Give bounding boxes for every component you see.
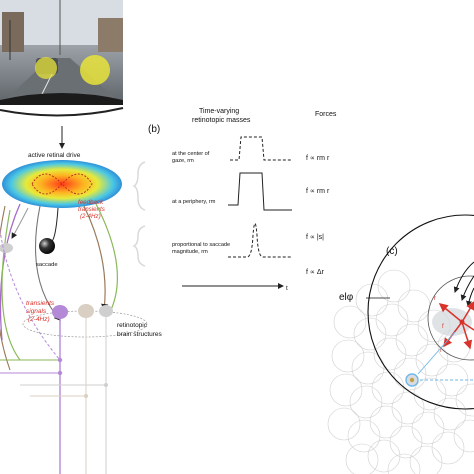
periphery-label: at a periphery, rm [172, 199, 216, 205]
beige-node [78, 304, 94, 318]
transients-label-2: signals [26, 308, 47, 315]
brain-structures-ring [22, 310, 148, 338]
masses-heading-1: Time-varying [199, 108, 239, 115]
panel-b: (b) Time-varying retinotopic masses Forc… [148, 108, 337, 292]
center-label-2: gaze, rm [172, 158, 194, 164]
saccade-icon [39, 238, 55, 254]
panel-a: active retinal drive feedback transients… [0, 0, 163, 474]
force-delta: f ∝ Δr [306, 269, 325, 276]
feedback-label-3: (2-4Hz) [80, 213, 101, 220]
center-mass-trace [230, 136, 292, 161]
center-label-1: at the center of [172, 151, 210, 157]
masses-heading-2: retinotopic masses [192, 117, 251, 124]
grey-node-2 [99, 305, 113, 317]
feedback-label-1: feedback [78, 199, 104, 206]
brace-upper [132, 161, 146, 211]
street-photo [0, 0, 124, 117]
transients-label-1: transients [26, 300, 55, 307]
brace-lower [132, 225, 146, 267]
force-saccade: f ∝ |s| [306, 234, 324, 241]
time-axis-label: t [286, 285, 288, 292]
retinal-drive-label: active retinal drive [28, 152, 81, 159]
panel-c-label: (c) [386, 246, 398, 257]
periphery-mass-trace [228, 172, 292, 211]
proportional-label-1: proportional to saccade [172, 242, 230, 248]
saccade-label: saccade [36, 262, 58, 268]
transients-label-3: (2-4Hz) [28, 316, 50, 323]
panel-c: (c) elφ [327, 214, 474, 474]
vector-label-3: f [440, 348, 442, 354]
saccade-mass-trace [228, 223, 292, 258]
retinotopic-label-1: retinotopic [117, 322, 148, 329]
proportional-label-2: magnitude, rm [172, 249, 208, 255]
retinotopic-label-2: brain structures [117, 331, 163, 338]
force-center: f ∝ rm r [306, 155, 330, 162]
vector-label-2: f [442, 324, 444, 330]
force-periphery: f ∝ rm r [306, 188, 330, 195]
purple-node [52, 305, 68, 319]
vector-label-1: r [434, 296, 436, 302]
feedback-label-2: transients [78, 206, 105, 213]
el-phi-label: elφ [339, 292, 354, 303]
panel-b-label: (b) [148, 124, 160, 135]
outer-retina-circle [367, 214, 474, 410]
fovea-blob [432, 308, 472, 336]
inner-fovea-circle [427, 275, 474, 361]
grey-node [0, 243, 13, 253]
forces-heading: Forces [315, 111, 337, 118]
